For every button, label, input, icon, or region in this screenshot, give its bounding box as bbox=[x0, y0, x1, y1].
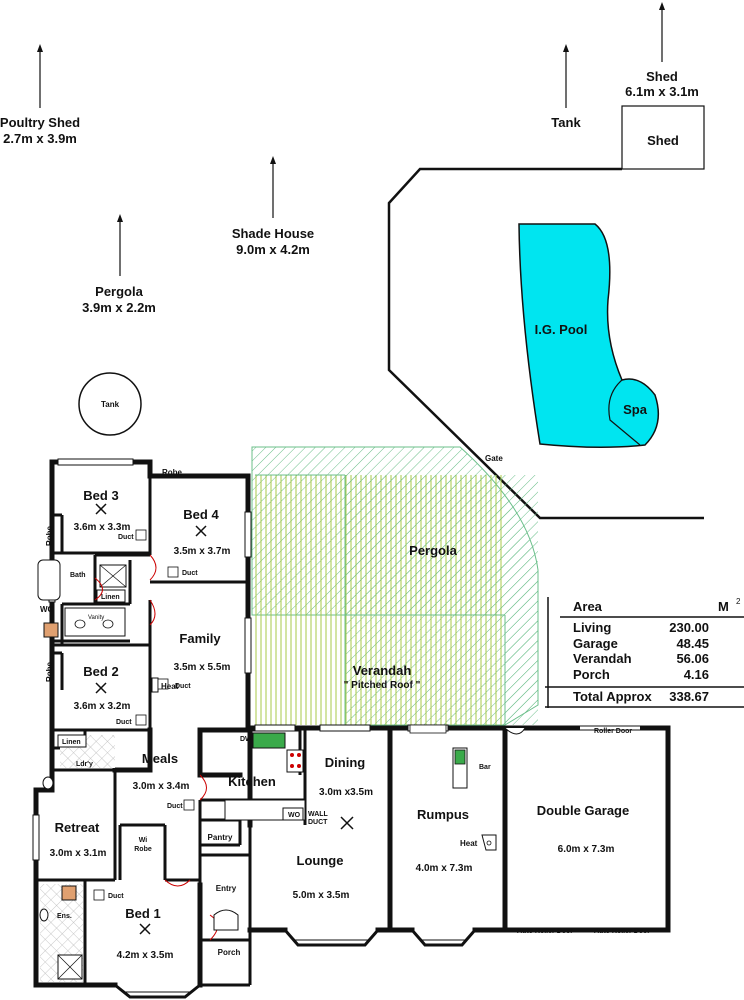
roller-door-label: Roller Door bbox=[594, 728, 632, 735]
heat-family-label: Heat bbox=[161, 682, 179, 691]
porch-label: Porch bbox=[218, 948, 241, 957]
garage-size: 6.0m x 7.3m bbox=[558, 844, 615, 855]
area-row-value: 48.45 bbox=[676, 636, 709, 651]
bed1-size: 4.2m x 3.5m bbox=[117, 950, 174, 961]
area-row-label: Porch bbox=[573, 667, 610, 682]
wall-duct-2: DUCT bbox=[308, 819, 328, 826]
poultry-shed-size: 2.7m x 3.9m bbox=[3, 131, 77, 146]
heat-rumpus-label: Heat bbox=[460, 839, 478, 848]
rumpus-size: 4.0m x 7.3m bbox=[416, 863, 473, 874]
area-total-label: Total Approx bbox=[573, 689, 652, 704]
gate-label: Gate bbox=[485, 454, 503, 463]
wall-duct-1: WALL bbox=[308, 811, 329, 818]
lounge-name: Lounge bbox=[297, 853, 344, 868]
duct-bed2-label: Duct bbox=[116, 719, 132, 726]
shed-top-group: Shed 6.1m x 3.1m Shed bbox=[621, 2, 705, 170]
fixtures bbox=[37, 503, 640, 982]
meals-size: 3.0m x 3.4m bbox=[133, 781, 190, 792]
bed3-size: 3.6m x 3.3m bbox=[74, 522, 131, 533]
area-table: Area M 2 Living 230.00 Garage 48.45 Vera… bbox=[545, 597, 744, 708]
wc-label: WC bbox=[40, 605, 54, 614]
pergola-out-group: Pergola 3.9m x 2.2m bbox=[82, 214, 156, 315]
tank-top-group: Tank bbox=[551, 44, 581, 130]
retreat-name: Retreat bbox=[55, 820, 100, 835]
area-total-value: 338.67 bbox=[669, 689, 709, 704]
duct-family-label: Duct bbox=[175, 683, 191, 690]
retreat-size: 3.0m x 3.1m bbox=[50, 848, 107, 859]
bed3-name: Bed 3 bbox=[83, 488, 118, 503]
pool-label: I.G. Pool bbox=[535, 322, 588, 337]
shed-box-label: Shed bbox=[647, 133, 679, 148]
pergola-out-name: Pergola bbox=[95, 284, 143, 299]
pantry-label: Pantry bbox=[208, 833, 233, 842]
wi-robe-1: Wi bbox=[139, 837, 148, 844]
family-size: 3.5m x 5.5m bbox=[174, 662, 231, 673]
meals-name: Meals bbox=[142, 751, 178, 766]
poultry-shed-group: Poultry Shed 2.7m x 3.9m bbox=[0, 44, 80, 146]
robe-bed3-label: Robe bbox=[45, 525, 54, 546]
garage-name: Double Garage bbox=[537, 803, 629, 818]
area-row-label: Living bbox=[573, 620, 611, 635]
poultry-shed-name: Poultry Shed bbox=[0, 115, 80, 130]
vanity-label: Vanity bbox=[88, 615, 104, 621]
spa-label: Spa bbox=[623, 402, 648, 417]
shade-house-group: Shade House 9.0m x 4.2m bbox=[232, 156, 314, 257]
ens-label: Ens. bbox=[57, 913, 72, 920]
tank-top-label: Tank bbox=[551, 115, 581, 130]
area-row-label: Garage bbox=[573, 636, 618, 651]
area-row-value: 230.00 bbox=[669, 620, 709, 635]
bed1-name: Bed 1 bbox=[125, 906, 160, 921]
bed2-size: 3.6m x 3.2m bbox=[74, 701, 131, 712]
linen-bath-label: Linen bbox=[101, 594, 120, 601]
rumpus-name: Rumpus bbox=[417, 807, 469, 822]
robe-top-label: Robe bbox=[162, 468, 183, 477]
shed-name: Shed bbox=[646, 69, 678, 84]
pool-fence bbox=[387, 167, 704, 520]
duct-meals-label: Duct bbox=[167, 803, 183, 810]
bath-label: Bath bbox=[70, 572, 86, 579]
shed-box bbox=[621, 105, 705, 170]
area-header-sup: 2 bbox=[736, 597, 741, 606]
area-row-label: Verandah bbox=[573, 651, 632, 666]
duct-bed1-label: Duct bbox=[108, 893, 124, 900]
pool-shape bbox=[518, 223, 660, 449]
ldry-label: Ldr'y bbox=[76, 761, 93, 768]
dw-label: DW bbox=[240, 736, 252, 743]
verandah-note: " Pitched Roof " bbox=[344, 680, 421, 691]
area-header-label: Area bbox=[573, 599, 603, 614]
auto-roller-1: Auto Roller Door bbox=[517, 928, 573, 935]
lounge-size: 5.0m x 3.5m bbox=[293, 890, 350, 901]
pergola-label: Pergola bbox=[409, 543, 457, 558]
duct-bed4-label: Duct bbox=[182, 570, 198, 577]
shade-house-size: 9.0m x 4.2m bbox=[236, 242, 310, 257]
bed4-name: Bed 4 bbox=[183, 507, 219, 522]
auto-roller-2: Auto Roller Door bbox=[594, 928, 650, 935]
bar-label: Bar bbox=[479, 764, 491, 771]
bed2-name: Bed 2 bbox=[83, 664, 118, 679]
wi-robe-2: Robe bbox=[134, 846, 152, 853]
family-name: Family bbox=[179, 631, 221, 646]
tank-round-label: Tank bbox=[101, 400, 120, 409]
verandah-label: Verandah bbox=[353, 663, 412, 678]
area-header-unit: M bbox=[718, 599, 729, 614]
kitchen-name: Kitchen bbox=[228, 774, 276, 789]
area-row-value: 4.16 bbox=[684, 667, 709, 682]
robe-bed2-label: Robe bbox=[45, 661, 54, 682]
entry-label: Entry bbox=[216, 884, 237, 893]
wo-label: WO bbox=[288, 812, 301, 819]
linen-ldry-label: Linen bbox=[62, 739, 81, 746]
pergola-out-size: 3.9m x 2.2m bbox=[82, 300, 156, 315]
shed-size: 6.1m x 3.1m bbox=[625, 84, 699, 99]
bed4-size: 3.5m x 3.7m bbox=[174, 546, 231, 557]
round-tank bbox=[78, 372, 142, 436]
dining-size: 3.0m x3.5m bbox=[319, 787, 373, 798]
duct-bed3-label: Duct bbox=[118, 534, 134, 541]
room-labels: Robe Bed 3 3.6m x 3.3m Duct Robe Bed 4 3… bbox=[40, 468, 650, 961]
dining-name: Dining bbox=[325, 755, 365, 770]
shade-house-name: Shade House bbox=[232, 226, 314, 241]
area-row-value: 56.06 bbox=[676, 651, 709, 666]
